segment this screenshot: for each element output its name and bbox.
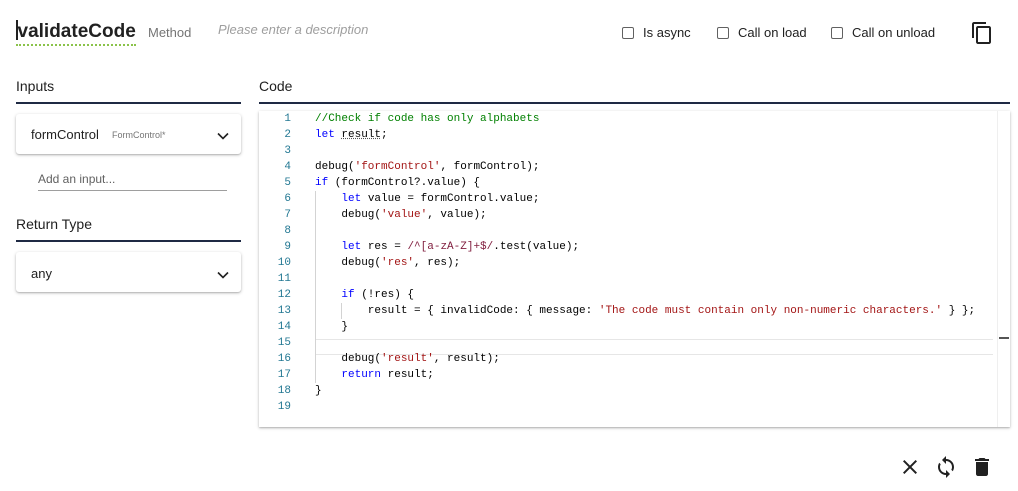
- is-async-checkbox[interactable]: Is async: [622, 25, 691, 40]
- code-line: //Check if code has only alphabets: [315, 113, 540, 125]
- code-line: let value = formControl.value;: [341, 193, 540, 205]
- line-number: 15: [277, 337, 291, 349]
- line-number: 8: [284, 225, 291, 237]
- content-copy-icon[interactable]: [970, 21, 994, 45]
- code-line: result = { invalidCode: { message: 'The …: [315, 305, 976, 317]
- code-editor[interactable]: 1 2 3 4 5 6 7 8 9 10 11 12 13 14 15 16 1…: [259, 111, 1010, 427]
- indent-guide: [315, 191, 316, 383]
- code-line: let res = /^[a-zA-Z]+$/.test(value);: [341, 241, 580, 253]
- current-line-highlight: [315, 339, 993, 355]
- method-header: validateCode Method Is async Call on loa…: [0, 0, 1018, 64]
- code-line: }: [315, 385, 322, 397]
- return-type-select[interactable]: any: [16, 252, 241, 292]
- return-type-divider: [16, 240, 241, 242]
- delete-icon[interactable]: [970, 455, 994, 479]
- line-number: 10: [277, 257, 291, 269]
- line-number: 2: [284, 129, 291, 141]
- editor-scrollbar[interactable]: [997, 111, 1010, 427]
- line-number: 7: [284, 209, 291, 221]
- refresh-icon[interactable]: [934, 455, 958, 479]
- return-type-title: Return Type: [16, 216, 93, 232]
- checkbox-box[interactable]: [717, 26, 729, 39]
- inputs-title: Inputs: [16, 78, 55, 94]
- call-on-load-checkbox[interactable]: Call on load: [717, 25, 807, 40]
- code-title: Code: [259, 78, 293, 94]
- text-caret: [16, 20, 18, 40]
- code-line: if (!res) {: [341, 289, 415, 301]
- method-name-field[interactable]: validateCode: [16, 20, 136, 46]
- checkbox-box[interactable]: [622, 26, 634, 39]
- line-number: 9: [284, 241, 291, 253]
- add-input-field[interactable]: [38, 172, 227, 191]
- input-name: formControl: [31, 127, 99, 142]
- code-line: let result;: [315, 129, 388, 141]
- line-number: 11: [277, 273, 291, 285]
- line-number: 19: [277, 401, 291, 413]
- line-number: 5: [284, 177, 291, 189]
- code-line: return result;: [341, 369, 434, 381]
- line-number: 3: [284, 145, 291, 157]
- code-line: debug('res', res);: [315, 257, 461, 269]
- chevron-down-icon[interactable]: [217, 271, 229, 279]
- description-input[interactable]: [218, 22, 538, 37]
- code-line: debug('value', value);: [315, 209, 487, 221]
- input-type: FormControl*: [112, 130, 166, 140]
- line-number: 1: [284, 113, 291, 125]
- method-name-text: validateCode: [17, 21, 136, 42]
- code-line: debug('formControl', formControl);: [315, 161, 540, 173]
- call-on-load-label: Call on load: [738, 25, 807, 40]
- inputs-divider: [16, 102, 241, 104]
- line-number: 16: [277, 353, 291, 365]
- code-divider: [259, 102, 1010, 104]
- line-number: 14: [277, 321, 291, 333]
- call-on-unload-checkbox[interactable]: Call on unload: [831, 25, 935, 40]
- line-number: 13: [277, 305, 291, 317]
- code-line: }: [315, 321, 349, 333]
- scrollbar-cursor-marker: [999, 337, 1009, 339]
- code-line: debug('result', result);: [315, 353, 500, 365]
- call-on-unload-label: Call on unload: [852, 25, 936, 40]
- return-type-value: any: [31, 266, 52, 281]
- chevron-down-icon[interactable]: [217, 132, 229, 140]
- line-number: 17: [277, 369, 291, 381]
- indent-guide: [341, 303, 342, 319]
- close-icon[interactable]: [898, 455, 922, 479]
- line-number: 12: [277, 289, 291, 301]
- line-number: 18: [277, 385, 291, 397]
- method-type-label: Method: [148, 25, 192, 40]
- checkbox-box[interactable]: [831, 26, 843, 39]
- is-async-label: Is async: [643, 25, 691, 40]
- input-item-formcontrol[interactable]: formControl FormControl*: [16, 114, 241, 154]
- line-number-gutter: 1 2 3 4 5 6 7 8 9 10 11 12 13 14 15 16 1…: [259, 111, 295, 427]
- code-line: if (formControl?.value) {: [315, 177, 481, 189]
- line-number: 4: [284, 161, 291, 173]
- line-number: 6: [284, 193, 291, 205]
